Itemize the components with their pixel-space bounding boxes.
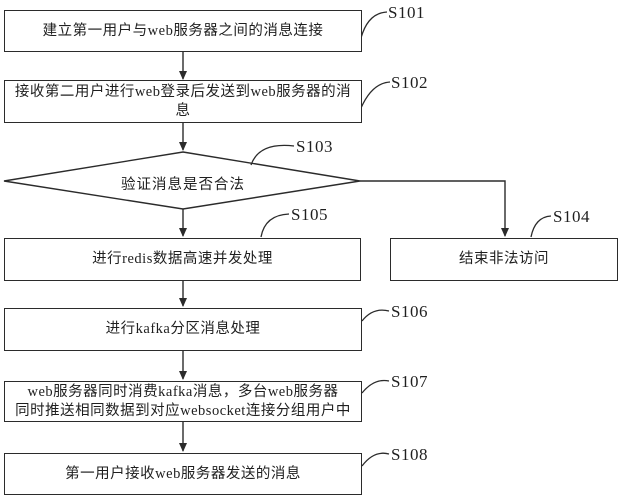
leader-s101: [360, 11, 388, 39]
step-box-s104: 结束非法访问: [390, 238, 618, 281]
step-text-s101: 建立第一用户与web服务器之间的消息连接: [42, 22, 324, 39]
step-box-s105: 进行redis数据高速并发处理: [4, 238, 361, 281]
leader-s108: [361, 452, 390, 467]
step-text-s107: web服务器同时消费kafka消息，多台web服务器 同时推送相同数据到对应we…: [15, 383, 351, 421]
leader-s104: [530, 215, 552, 238]
step-label-s103: S103: [296, 137, 333, 156]
step-text-s107-line1: web服务器同时消费kafka消息，多台web服务器: [27, 383, 339, 400]
step-label-s105: S105: [291, 205, 328, 224]
leader-s105: [260, 213, 290, 238]
leader-s102: [360, 81, 391, 109]
step-label-s106: S106: [391, 302, 428, 321]
leader-s107: [361, 379, 390, 394]
leader-s103: [250, 144, 295, 166]
step-text-s105: 进行redis数据高速并发处理: [92, 251, 273, 267]
step-box-s106: 进行kafka分区消息处理: [4, 308, 362, 351]
step-label-s102: S102: [391, 73, 428, 92]
decision-text-s103: 验证消息是否合法: [121, 177, 245, 193]
step-label-s104: S104: [553, 207, 590, 226]
step-text-s108: 第一用户接收web服务器发送的消息: [65, 465, 301, 482]
step-text-s104: 结束非法访问: [459, 251, 549, 267]
arrow-s103-s104: [360, 180, 509, 237]
step-label-s107: S107: [391, 372, 428, 391]
step-label-s108: S108: [391, 445, 428, 464]
step-text-s107-line2: 同时推送相同数据到对应websocket连接分组用户中: [15, 402, 351, 419]
step-box-s108: 第一用户接收web服务器发送的消息: [4, 453, 362, 495]
step-box-s102: 接收第二用户进行web登录后发送到web服务器的消息: [4, 80, 362, 123]
step-box-s101: 建立第一用户与web服务器之间的消息连接: [4, 10, 362, 52]
step-box-s107: web服务器同时消费kafka消息，多台web服务器 同时推送相同数据到对应we…: [4, 381, 362, 422]
step-text-s106: 进行kafka分区消息处理: [105, 321, 261, 337]
step-label-s101: S101: [388, 3, 425, 22]
leader-s106: [361, 309, 390, 322]
step-text-s102: 接收第二用户进行web登录后发送到web服务器的消息: [14, 83, 352, 119]
